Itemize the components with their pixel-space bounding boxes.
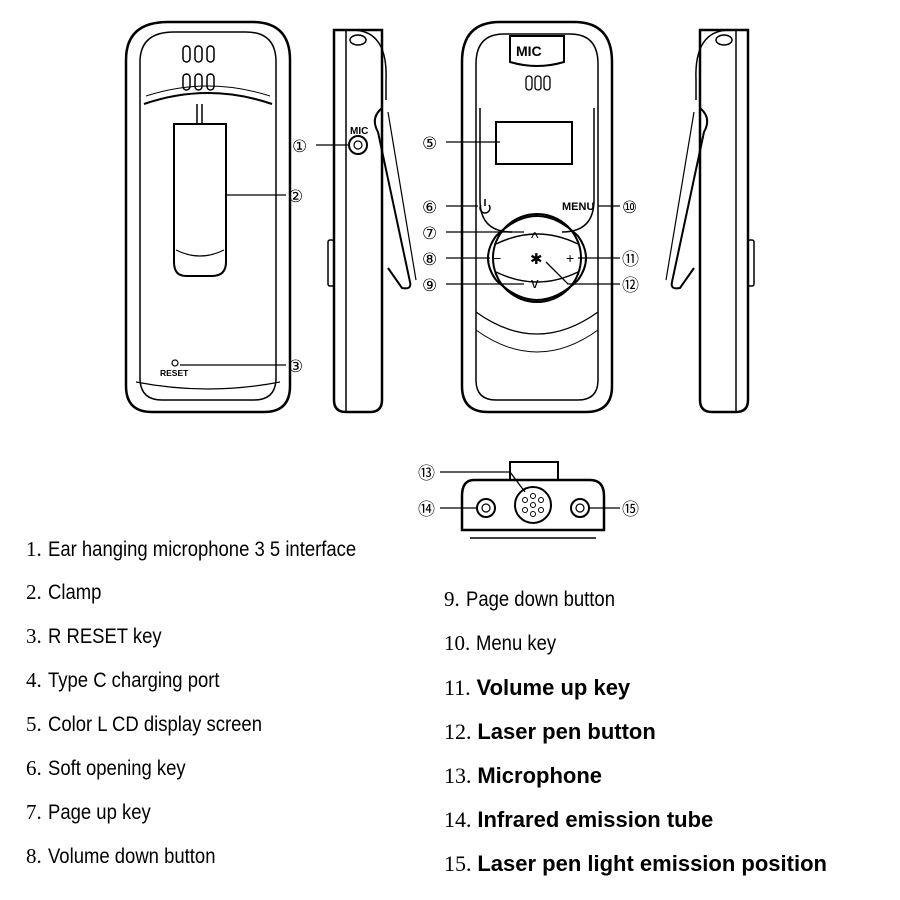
legend-text: Laser pen button xyxy=(477,719,656,744)
legend-text: Color L CD display screen xyxy=(47,713,262,736)
legend-number: 11. xyxy=(444,675,471,700)
legend-text: Page up key xyxy=(47,801,151,824)
legend-text: Volume down button xyxy=(47,845,216,868)
legend-text: Ear hanging microphone 3 5 interface xyxy=(47,538,356,561)
legend-item: 12. Laser pen button xyxy=(444,719,656,745)
leader-lines xyxy=(180,141,620,509)
legend-text: Microphone xyxy=(477,763,603,788)
legend-item: 11. Volume up key xyxy=(444,675,630,701)
legend-text: Laser pen light emission position xyxy=(477,851,827,876)
legend-text: Volume up key xyxy=(476,675,631,700)
legend-text: Clamp xyxy=(47,581,101,604)
legend-number: 7. xyxy=(26,800,42,824)
callout-3: ③ xyxy=(288,357,303,377)
legend-number: 10. xyxy=(444,631,471,655)
bottom-view xyxy=(460,461,606,539)
legend-number: 3. xyxy=(26,624,42,648)
minus-symbol: − xyxy=(493,250,501,266)
legend-item: 14. Infrared emission tube xyxy=(444,807,713,833)
legend-number: 13. xyxy=(444,763,472,788)
legend-item: 15. Laser pen light emission position xyxy=(444,851,827,877)
legend-text: R RESET key xyxy=(47,625,162,648)
front-grille xyxy=(525,75,551,91)
microphone-holes xyxy=(522,493,544,517)
legend-number: 5. xyxy=(26,712,42,736)
legend-text: Infrared emission tube xyxy=(477,807,714,832)
legend-number: 8. xyxy=(26,844,42,868)
mic-side-label: MIC xyxy=(350,126,368,137)
front-view-body xyxy=(460,20,614,414)
legend-number: 4. xyxy=(26,668,42,692)
legend-text: Type C charging port xyxy=(47,669,220,692)
legend-text: Menu key xyxy=(476,632,557,655)
bottom-view-body xyxy=(460,478,606,532)
lcd-screen xyxy=(495,121,573,165)
legend-item: 7. Page up key xyxy=(26,800,164,825)
callout-5: ⑤ xyxy=(422,134,437,154)
legend-item: 9. Page down button xyxy=(444,587,635,612)
reset-label: RESET xyxy=(160,368,189,378)
front-mic-tab xyxy=(509,35,565,67)
legend-item: 10. Menu key xyxy=(444,631,567,656)
legend-number: 14. xyxy=(444,807,472,832)
legend-item: 6. Soft opening key xyxy=(26,756,204,781)
back-grille xyxy=(182,45,215,91)
callout-1: ① xyxy=(292,137,307,157)
legend-number: 2. xyxy=(26,580,42,604)
callout-12: ⑫ xyxy=(622,276,639,296)
legend-item: 2. Clamp xyxy=(26,580,108,605)
legend-item: 5. Color L CD display screen xyxy=(26,712,291,737)
power-icon xyxy=(479,199,491,214)
mic-front-label: MIC xyxy=(516,43,542,59)
reset-hole xyxy=(171,359,179,367)
legend-item: 4. Type C charging port xyxy=(26,668,243,693)
legend-number: 12. xyxy=(444,719,472,744)
front-view xyxy=(460,20,614,414)
back-clamp xyxy=(173,104,227,277)
callout-10: ⑩ xyxy=(622,198,637,218)
page-up-symbol: ^ xyxy=(531,230,539,247)
back-view xyxy=(124,20,292,414)
legend-item: 1. Ear hanging microphone 3 5 interface xyxy=(26,537,398,562)
legend-number: 15. xyxy=(444,851,472,876)
legend-number: 6. xyxy=(26,756,42,780)
legend-item: 3. R RESET key xyxy=(26,624,177,649)
mic-jack xyxy=(348,135,368,155)
side-view-right xyxy=(665,28,755,414)
callout-7: ⑦ xyxy=(422,224,437,244)
back-view-body xyxy=(124,20,292,414)
side-view-left xyxy=(327,28,417,414)
callout-13: ⑬ xyxy=(418,464,435,484)
menu-label: MENU xyxy=(562,201,594,213)
callout-14: ⑭ xyxy=(418,500,435,520)
legend-item: 8. Volume down button xyxy=(26,844,238,869)
legend-item: 13. Microphone xyxy=(444,763,602,789)
callout-9: ⑨ xyxy=(422,276,437,296)
legend-number: 9. xyxy=(444,587,460,611)
laser-emitter xyxy=(570,498,590,518)
plus-symbol: + xyxy=(566,250,574,266)
callout-15: ⑮ xyxy=(622,500,639,520)
ir-tube xyxy=(476,498,496,518)
legend-text: Page down button xyxy=(465,588,615,611)
bottom-microphone xyxy=(514,486,552,524)
side-clip xyxy=(373,107,412,290)
callout-11: ⑪ xyxy=(622,250,639,270)
page-down-symbol: v xyxy=(531,275,539,292)
legend-number: 1. xyxy=(26,537,42,561)
callout-2: ② xyxy=(288,187,303,207)
legend-text: Soft opening key xyxy=(47,757,186,780)
laser-star-symbol: ✱ xyxy=(530,250,543,268)
device-diagram: MIC MIC RESET MENU ^ v − + ✱ ① ② ③ ⑤ ⑥ ⑦… xyxy=(124,20,755,539)
callout-6: ⑥ xyxy=(422,198,437,218)
callout-8: ⑧ xyxy=(422,250,437,270)
